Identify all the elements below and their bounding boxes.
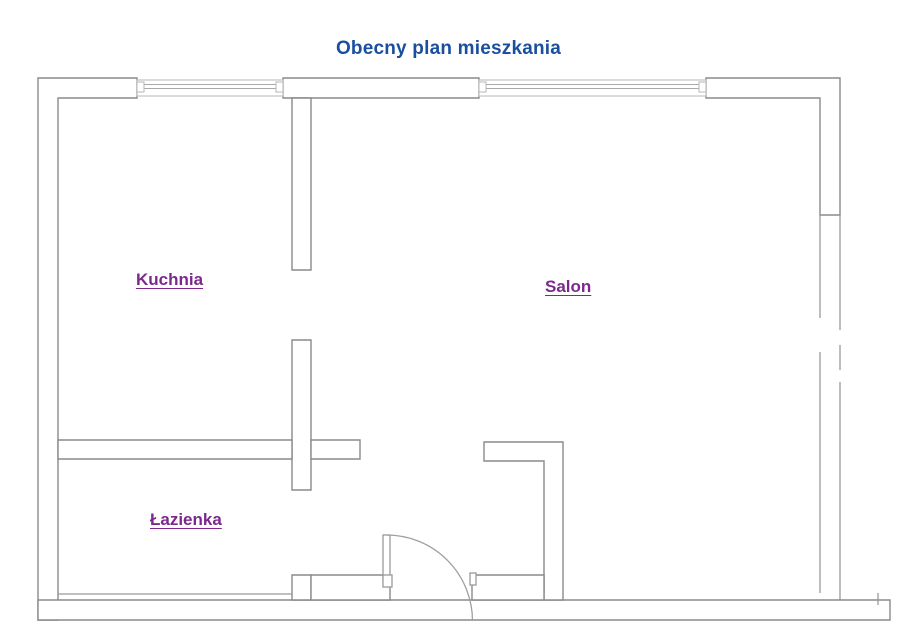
wall-outer-top-left: [37, 77, 138, 621]
wall-outer-bottom: [37, 599, 891, 621]
page-title: Obecny plan mieszkania: [335, 38, 562, 59]
entry-door: [382, 534, 477, 622]
wall-kitchen-bathroom-divider: [57, 439, 293, 460]
wall-partition-lower-vertical: [291, 339, 312, 491]
window-right: [478, 79, 707, 97]
room-label-lazienka: Łazienka: [150, 510, 222, 529]
wall-outer-top-middle: [282, 77, 480, 99]
wall-partition-upper-vertical: [291, 97, 312, 271]
wall-cross-right-stub: [310, 439, 361, 460]
window-left: [136, 79, 284, 97]
room-label-kuchnia: Kuchnia: [136, 270, 204, 289]
wall-bathroom-right-stub: [291, 574, 312, 601]
wall-entry-right-jamb: [471, 574, 545, 601]
wall-entry-left-jamb: [310, 574, 391, 601]
room-label-salon: Salon: [545, 277, 592, 296]
